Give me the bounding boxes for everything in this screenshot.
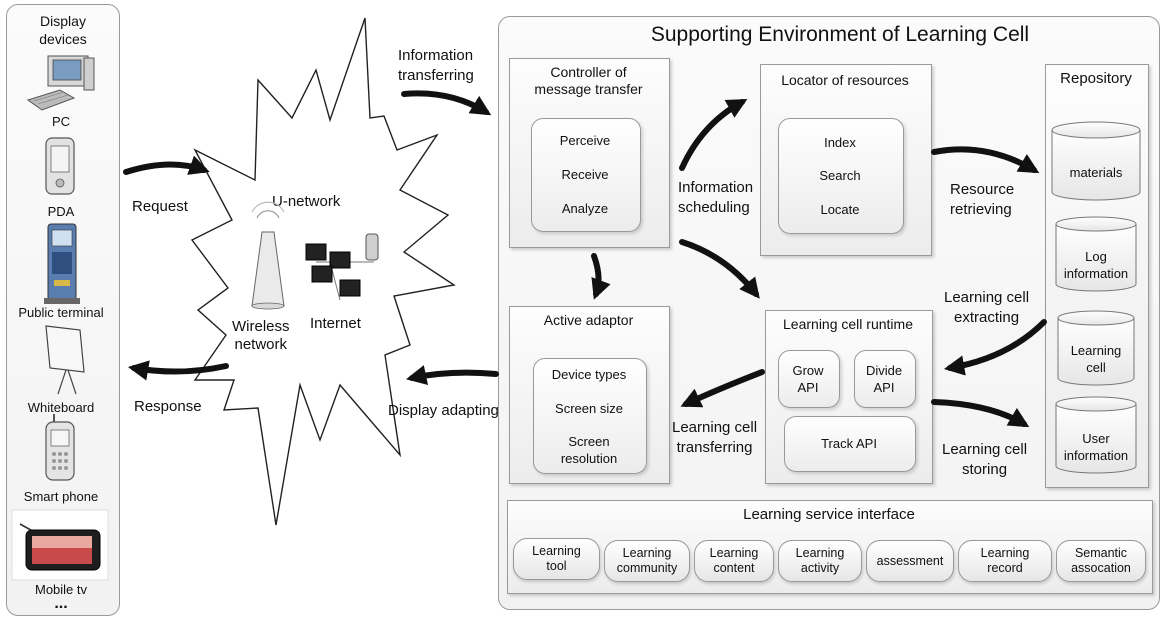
- response-label: Response: [134, 398, 202, 415]
- locator-item-index: Index: [824, 135, 856, 150]
- adaptor-inner: [533, 358, 647, 474]
- device-more: ...: [54, 595, 68, 612]
- service-item-learning-community: Learning community: [604, 540, 690, 582]
- cell-transferring-label: Learning cell transferring: [672, 419, 758, 456]
- device-label-whiteboard: Whiteboard: [27, 400, 95, 415]
- cell-storing-label: Learning cell storing: [942, 441, 1028, 478]
- grow-api-box: [778, 350, 840, 408]
- divide-api-label: Divide API: [865, 363, 903, 395]
- locator-title: Locator of resources: [781, 72, 909, 88]
- controller-title: Controller of message transfer: [534, 64, 643, 97]
- devices-title: Display devices: [39, 13, 87, 47]
- cell-extracting-label: Learning cell extracting: [944, 289, 1030, 326]
- display-adapting-arrow: [406, 365, 499, 386]
- adaptor-item-screen-size: Screen size: [555, 401, 623, 416]
- wireless-network-label: Wireless network: [232, 318, 290, 353]
- adaptor-title: Active adaptor: [543, 312, 634, 328]
- display-adapting-label: Display adapting: [388, 402, 499, 419]
- service-item-learning-record: Learning record: [958, 540, 1052, 582]
- request-label: Request: [132, 198, 188, 215]
- info-scheduling-label: Information scheduling: [678, 179, 754, 216]
- device-label-pda: PDA: [47, 204, 75, 219]
- repository-item-learning-cell: Learning cell: [1070, 343, 1122, 375]
- locator-item-locate: Locate: [820, 202, 860, 217]
- repository-title: Repository: [1060, 70, 1132, 87]
- request-arrow: [123, 155, 210, 175]
- internet-label: Internet: [310, 315, 361, 332]
- service-item-assessment: assessment: [866, 540, 954, 582]
- grow-api-label: Grow API: [792, 363, 824, 395]
- controller-item-perceive: Perceive: [559, 133, 611, 148]
- device-label-public-terminal: Public terminal: [18, 305, 104, 320]
- repository-item-log: Log information: [1063, 249, 1129, 281]
- adaptor-item-device-types: Device types: [551, 367, 627, 382]
- response-arrow: [127, 360, 229, 381]
- controller-item-receive: Receive: [561, 167, 609, 182]
- adaptor-item-screen-resolution: Screen resolution: [560, 434, 618, 466]
- controller-item-analyze: Analyze: [561, 201, 609, 216]
- track-api-label: Track API: [821, 436, 877, 451]
- service-item-learning-content: Learning content: [694, 540, 774, 582]
- service-item-semantic-assocation: Semantic assocation: [1056, 540, 1146, 582]
- device-label-mobile-tv: Mobile tv: [34, 582, 88, 597]
- locator-item-search: Search: [819, 168, 861, 183]
- service-interface-title: Learning service interface: [743, 506, 915, 523]
- repository-item-materials: materials: [1069, 165, 1123, 180]
- service-item-learning-activity: Learning activity: [778, 540, 862, 582]
- service-item-learning-tool: Learning tool: [513, 538, 600, 580]
- u-network-title: U-network: [272, 193, 341, 210]
- device-label-smart-phone: Smart phone: [23, 489, 99, 504]
- locator-inner: [778, 118, 904, 234]
- environment-title: Supporting Environment of Learning Cell: [650, 23, 1030, 46]
- runtime-title: Learning cell runtime: [783, 316, 913, 332]
- track-api-box: [784, 416, 916, 472]
- controller-inner: [531, 118, 641, 232]
- info-transfer-label: Information transferring: [398, 47, 474, 84]
- repository-item-user: User information: [1063, 431, 1129, 463]
- divide-api-box: [854, 350, 916, 408]
- device-label-pc: PC: [51, 114, 71, 129]
- resource-retrieving-label: Resource retrieving: [950, 181, 1015, 218]
- info-transfer-arrow: [401, 90, 492, 116]
